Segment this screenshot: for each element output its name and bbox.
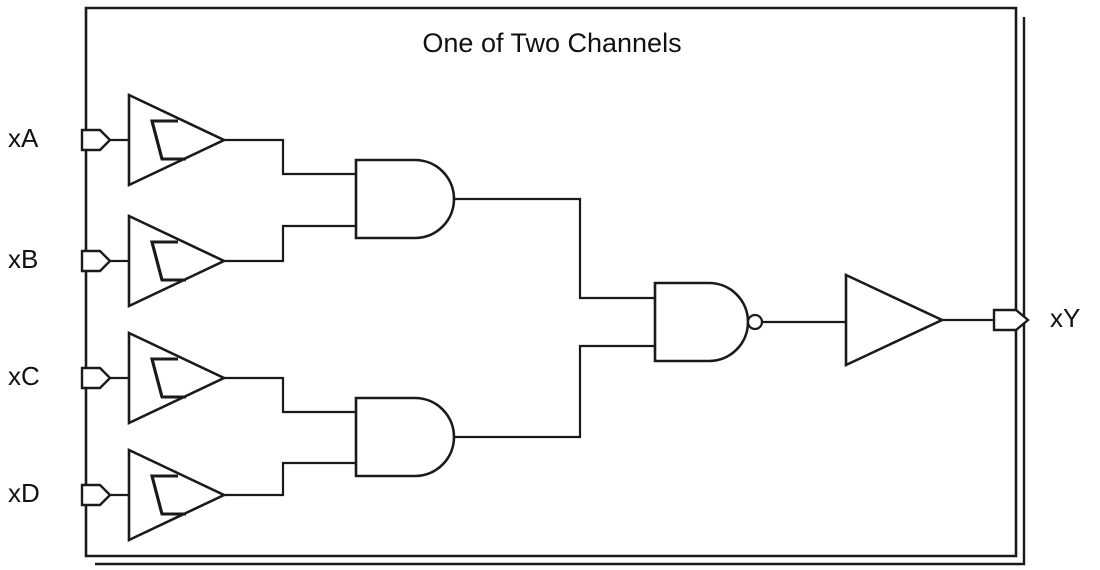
input-label-xd: xD xyxy=(8,478,40,508)
gate-schmitt-buffer-xa[interactable] xyxy=(129,95,224,185)
gate-and-lower[interactable] xyxy=(356,398,454,476)
input-label-xc: xC xyxy=(8,361,40,391)
input-pin-xd[interactable] xyxy=(82,485,110,505)
input-pin-xb[interactable] xyxy=(82,251,110,271)
gate-nand-output[interactable] xyxy=(655,283,764,361)
input-label-xa: xA xyxy=(8,123,39,153)
gate-schmitt-buffer-xc[interactable] xyxy=(129,333,224,423)
output-label-xy: xY xyxy=(1050,303,1080,333)
wire-bufa-to-and-upper xyxy=(224,140,356,174)
wire-bufc-to-and-lower xyxy=(224,378,356,412)
wire-and-upper-to-nand xyxy=(454,199,655,298)
frame-rect xyxy=(86,8,1016,556)
output-pin-xy[interactable] xyxy=(994,310,1028,330)
input-label-xb: xB xyxy=(8,244,38,274)
input-pin-xa[interactable] xyxy=(82,130,110,150)
input-pin-xc[interactable] xyxy=(82,368,110,388)
wire-bufb-to-and-upper xyxy=(224,226,356,261)
gate-output-buffer[interactable] xyxy=(846,275,942,365)
package-frame xyxy=(86,8,1024,564)
gate-schmitt-buffer-xd[interactable] xyxy=(129,450,224,540)
page-title: One of Two Channels xyxy=(422,28,681,58)
wire-bufd-to-and-lower xyxy=(224,463,356,495)
gate-and-upper[interactable] xyxy=(356,160,454,238)
wire-and-lower-to-nand xyxy=(454,346,655,437)
gate-schmitt-buffer-xb[interactable] xyxy=(129,216,224,306)
frame-shadow-line xyxy=(95,17,1024,564)
nand-inversion-bubble-icon xyxy=(746,313,764,331)
